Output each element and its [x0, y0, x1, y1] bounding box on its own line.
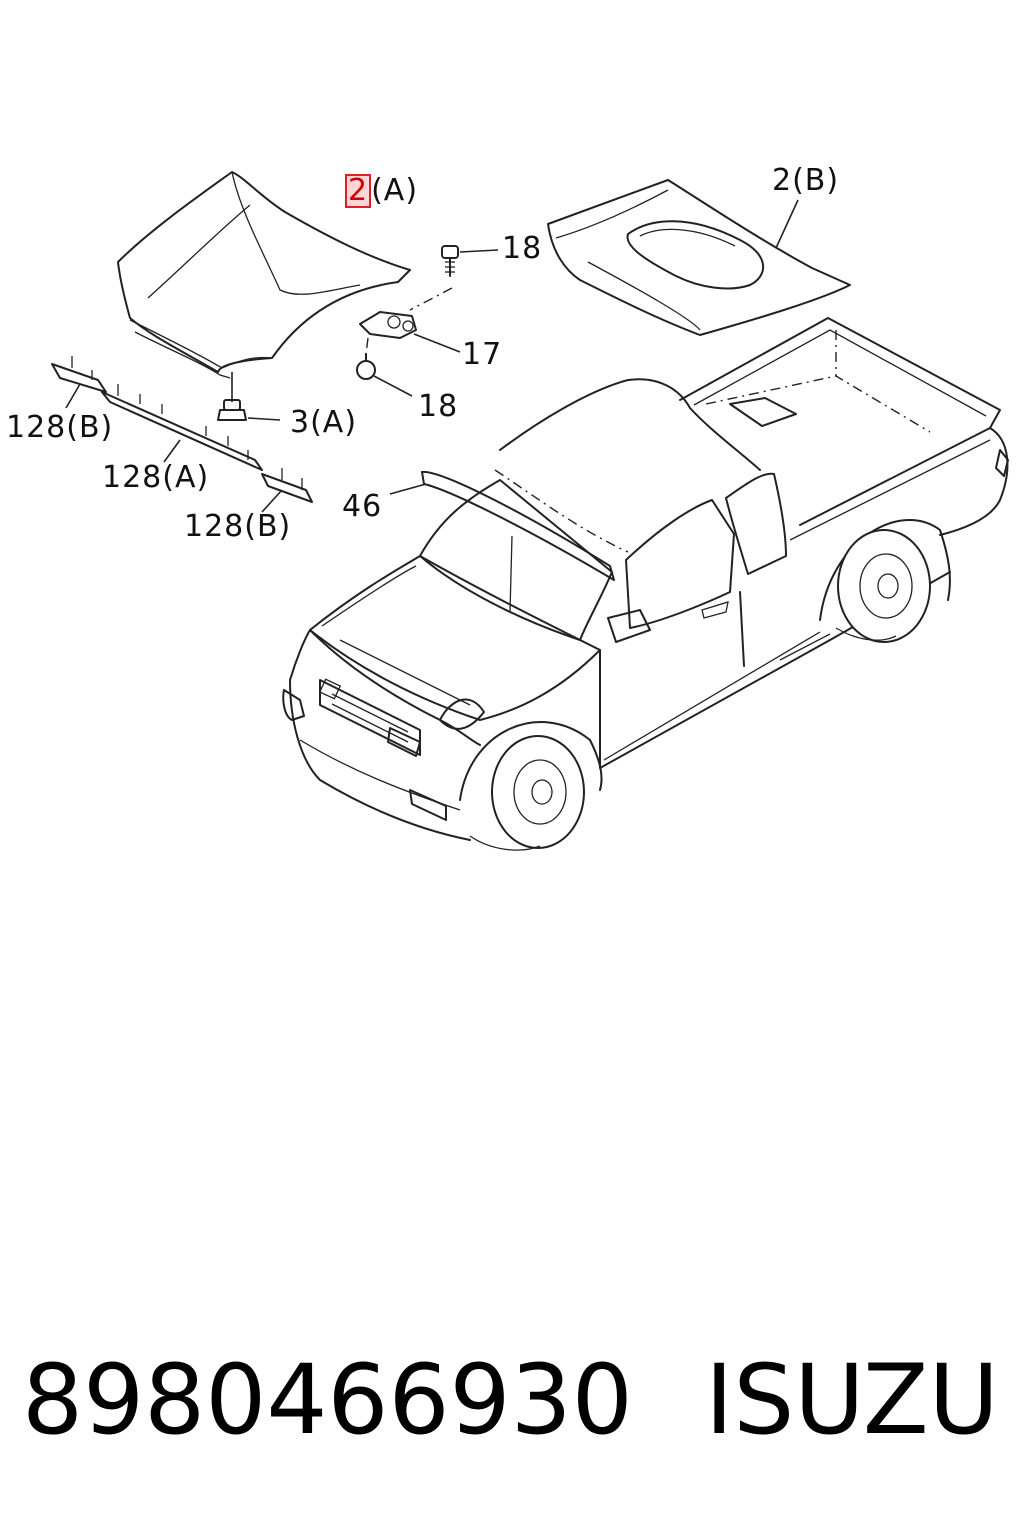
hood-bumper-drawing	[217, 399, 281, 421]
hood-a-drawing	[117, 171, 411, 402]
label-bolt-top: 18	[502, 231, 543, 266]
label-hood-a: 2(A)	[345, 174, 418, 208]
label-deflector: 46	[342, 489, 383, 524]
hood-b-drawing	[547, 179, 851, 336]
deflector-drawing	[389, 470, 615, 581]
part-number: 8980466930	[22, 1344, 633, 1456]
label-hood-a-variant: (A)	[371, 173, 419, 208]
label-hinge: 17	[462, 337, 503, 372]
label-seal-b-right: 128(B)	[184, 509, 292, 544]
label-hood-a-number: 2	[345, 174, 372, 208]
label-bumper: 3(A)	[290, 405, 358, 440]
footer: 8980466930 ISUZU	[0, 1352, 1024, 1472]
hood-seal-drawing	[51, 356, 313, 513]
label-seal-b-left: 128(B)	[6, 410, 114, 445]
label-hood-b: 2(B)	[772, 163, 840, 198]
hinge-assembly-drawing	[356, 245, 499, 397]
label-seal-a: 128(A)	[102, 460, 210, 495]
label-bolt-bottom: 18	[418, 389, 459, 424]
brand-name: ISUZU	[705, 1344, 999, 1456]
pickup-truck-drawing	[282, 317, 1009, 851]
